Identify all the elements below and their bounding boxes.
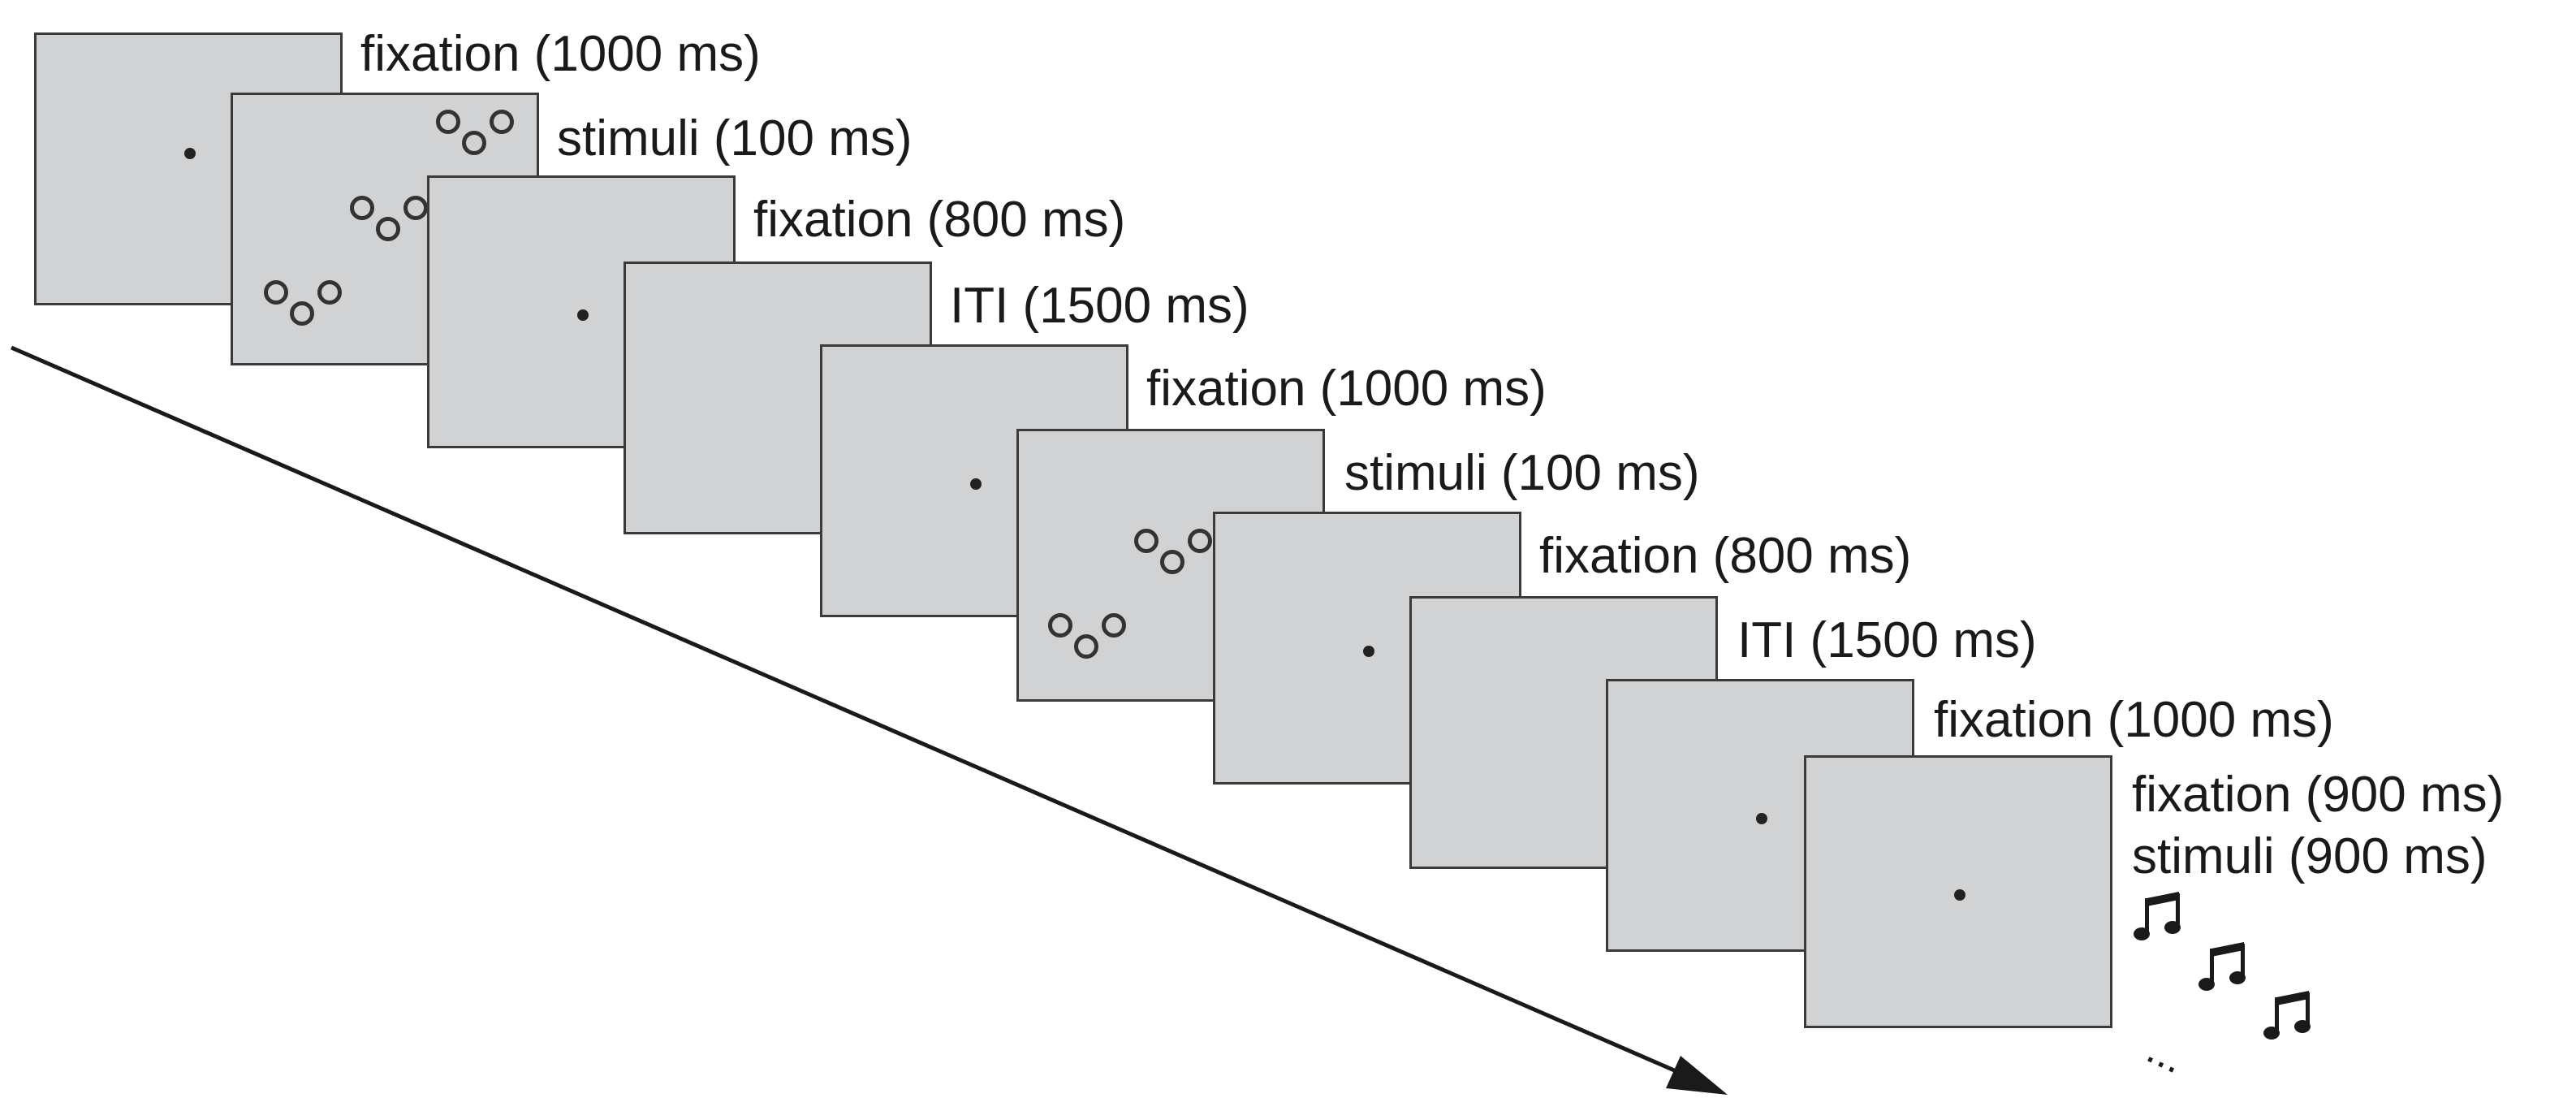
frame-label: fixation (800 ms) (753, 192, 1126, 248)
fixation-dot (184, 148, 196, 159)
fixation-dot (577, 309, 589, 321)
frame-label: fixation (1000 ms) (1934, 692, 2334, 748)
stimulus-circle (462, 131, 486, 155)
stimulus-circle (1188, 529, 1212, 553)
frame-fixation-stimuli (1804, 755, 2112, 1028)
fixation-dot (970, 478, 982, 490)
music-note-icon (2198, 942, 2246, 991)
frame-label: ITI (1500 ms) (950, 278, 1249, 334)
stimulus-circle (1102, 613, 1126, 638)
fixation-dot (1954, 889, 1965, 901)
fixation-dot (1756, 813, 1767, 824)
stimulus-circle (1074, 634, 1098, 659)
frame-label: fixation (800 ms) (1539, 528, 1912, 584)
stimulus-circle (350, 196, 374, 220)
stimulus-circle (290, 301, 314, 326)
stimulus-circle (1160, 550, 1184, 574)
stimulus-circle (1048, 613, 1072, 638)
frame-label: fixation (900 ms) (2132, 767, 2505, 823)
music-note-icon (2134, 892, 2181, 940)
stimulus-circle (490, 110, 514, 134)
music-note-icon (2263, 991, 2311, 1040)
frame-label: fixation (1000 ms) (360, 26, 761, 82)
stimulus-circle (403, 196, 428, 220)
stimulus-circle (264, 280, 288, 305)
stimulus-circle (1134, 529, 1159, 553)
fixation-dot (1363, 646, 1374, 657)
frame-label: stimuli (100 ms) (557, 110, 913, 166)
stimulus-circle (376, 217, 400, 241)
frame-label: ITI (1500 ms) (1737, 612, 2037, 668)
frame-label: fixation (1000 ms) (1146, 361, 1547, 417)
stimulus-circle (317, 280, 342, 305)
stimulus-circle (436, 110, 460, 134)
frame-label-secondary: stimuli (900 ms) (2132, 828, 2488, 884)
frame-label: stimuli (100 ms) (1344, 445, 1700, 501)
